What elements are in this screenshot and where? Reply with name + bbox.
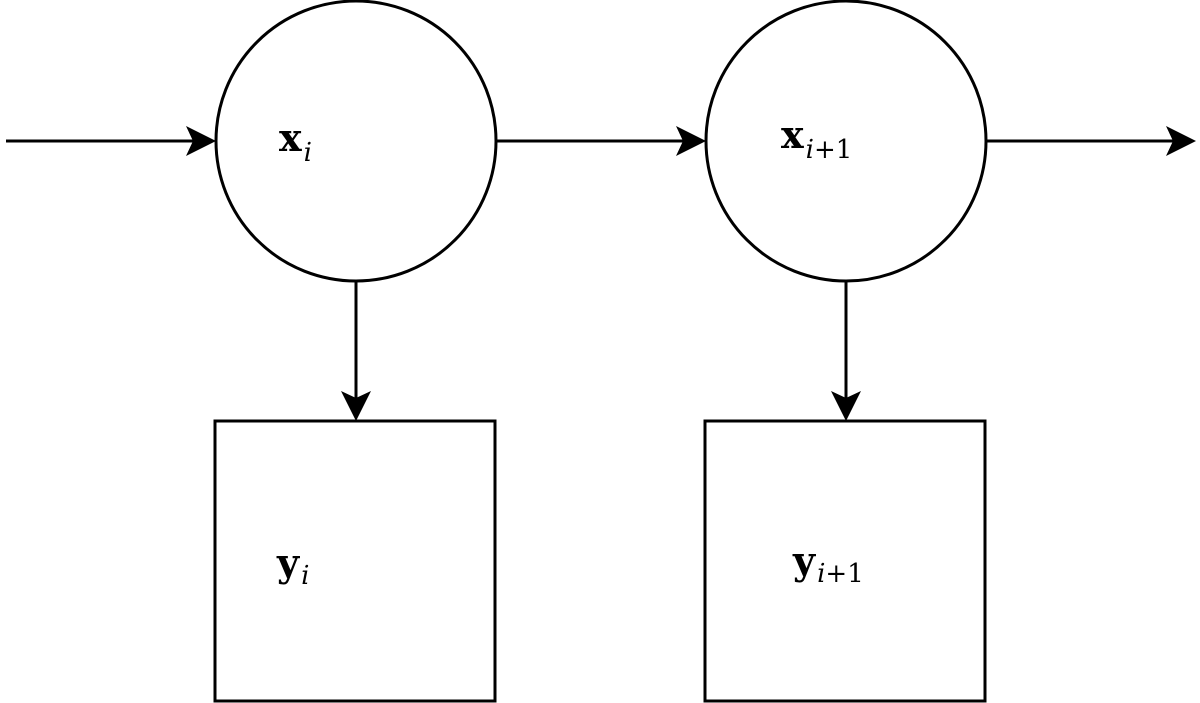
edge-x-i1-to-y-i1 bbox=[831, 282, 861, 421]
edge-x-i-to-y-i bbox=[341, 282, 371, 421]
node-x-i1-label: xi+1 bbox=[781, 112, 852, 165]
node-y-i1[interactable]: yi+1 bbox=[703, 419, 987, 703]
edge-x-i-to-x-i1 bbox=[496, 126, 706, 156]
node-y-i1-label: yi+1 bbox=[792, 538, 864, 589]
node-x-i-circle bbox=[214, 0, 498, 283]
node-y-i1-box bbox=[703, 419, 987, 703]
node-x-i-label: xi bbox=[279, 115, 312, 168]
node-x-i1[interactable]: xi+1 bbox=[704, 0, 988, 283]
node-x-i1-circle bbox=[704, 0, 988, 283]
node-x-i[interactable]: xi bbox=[214, 0, 498, 283]
node-y-i-box bbox=[213, 419, 497, 703]
node-y-i[interactable]: yi bbox=[213, 419, 497, 703]
edge-x-i1-to-output bbox=[986, 126, 1196, 156]
edge-input-to-x-i bbox=[6, 126, 216, 156]
node-y-i-label: yi bbox=[276, 540, 309, 591]
